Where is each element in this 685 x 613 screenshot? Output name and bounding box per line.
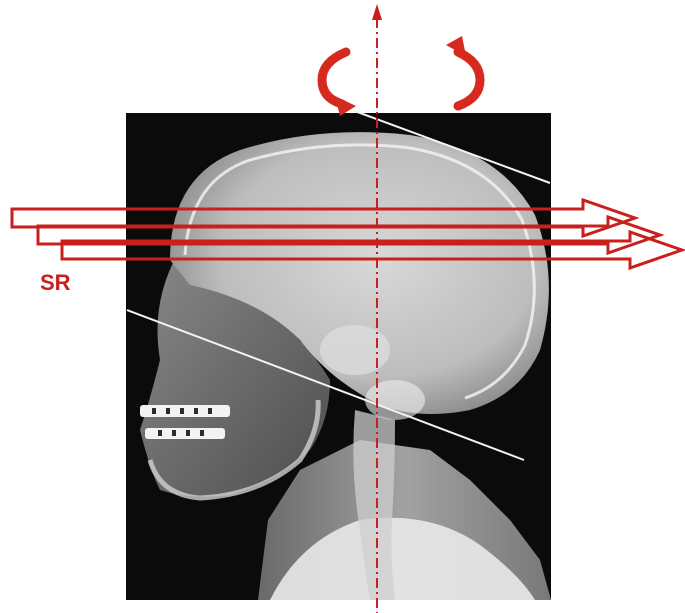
xray-panel (126, 113, 551, 600)
sr-label: SR (40, 270, 71, 295)
rotation-arrow-right (446, 36, 480, 106)
rotation-arrow-left (322, 52, 356, 116)
